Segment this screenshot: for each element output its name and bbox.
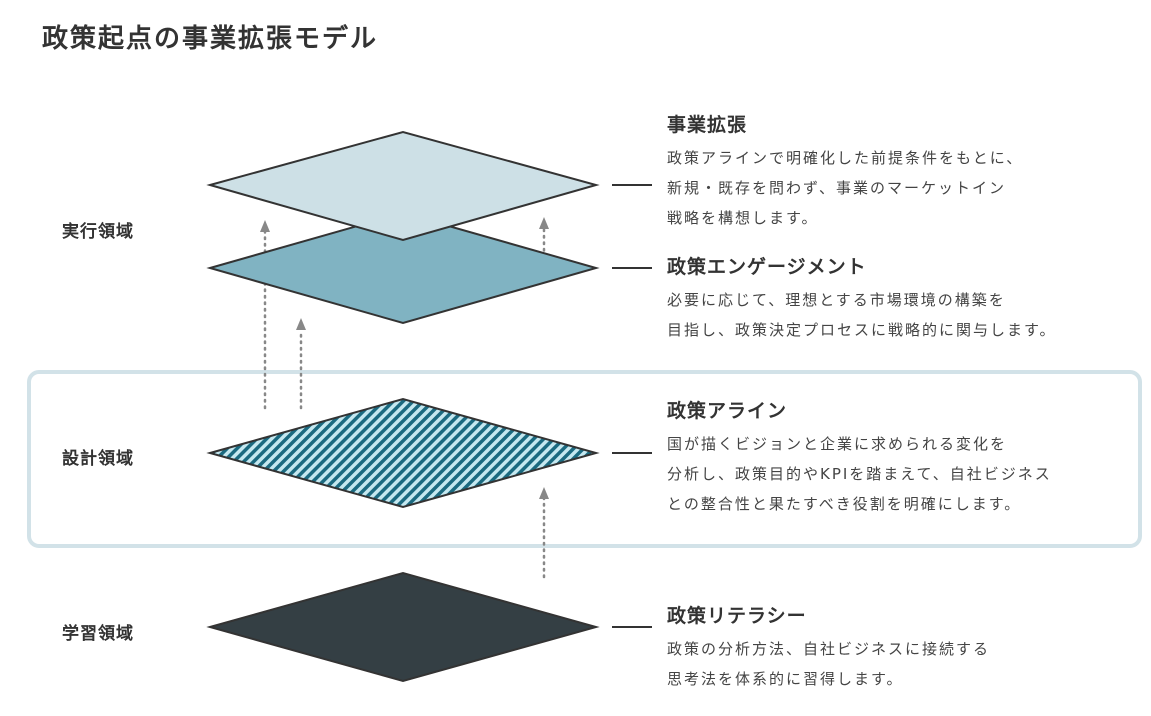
- area-label-execution: 実行領域: [62, 222, 134, 242]
- layer-desc-line: 思考法を体系的に習得します。: [667, 670, 904, 688]
- arrow-head-icon: [539, 217, 549, 229]
- layer-policy-align: [206, 397, 600, 509]
- layer-title: 事業拡張: [667, 114, 748, 136]
- design-area-frame: [27, 370, 1142, 548]
- page-title: 政策起点の事業拡張モデル: [42, 24, 379, 54]
- layer-desc-line: 必要に応じて、理想とする市場環境の構築を: [667, 291, 1006, 309]
- layer-desc-line: 目指し、政策決定プロセスに戦略的に関与します。: [667, 321, 1057, 339]
- layer-desc-line: 政策の分析方法、自社ビジネスに接続する: [667, 640, 991, 658]
- layer-policy-engagement: [206, 211, 600, 325]
- layer-desc-business-expansion: 事業拡張 政策アラインで明確化した前提条件をもとに、 新規・既存を問わず、事業の…: [667, 110, 1023, 233]
- layer-desc-line: 国が描くビジョンと企業に求められる変化を: [667, 435, 1008, 453]
- layer-desc-line: 新規・既存を問わず、事業のマーケットイン: [667, 179, 1006, 197]
- layer-business-expansion: [206, 130, 600, 242]
- layer-desc-line: 戦略を構想します。: [667, 209, 819, 227]
- layer-title: 政策リテラシー: [667, 605, 807, 627]
- layer-title: 政策アライン: [667, 400, 788, 422]
- layer-desc-line: 政策アラインで明確化した前提条件をもとに、: [667, 149, 1024, 167]
- layer-desc-line: との整合性と果たすべき役割を明確にします。: [667, 495, 1022, 513]
- arrow-head-icon: [539, 487, 549, 499]
- layer-desc-policy-literacy: 政策リテラシー 政策の分析方法、自社ビジネスに接続する 思考法を体系的に習得しま…: [667, 601, 990, 694]
- area-label-learning: 学習領域: [62, 624, 134, 644]
- layer-desc-policy-align: 政策アライン 国が描くビジョンと企業に求められる変化を 分析し、政策目的やKPI…: [667, 396, 1052, 519]
- layer-desc-line: 分析し、政策目的やKPIを踏まえて、自社ビジネス: [667, 465, 1052, 483]
- area-label-design: 設計領域: [62, 449, 134, 469]
- layer-title: 政策エンゲージメント: [667, 256, 867, 278]
- arrow-head-icon: [296, 318, 306, 330]
- arrow-head-icon: [260, 220, 270, 232]
- layer-policy-literacy: [206, 571, 600, 683]
- layer-desc-policy-engagement: 政策エンゲージメント 必要に応じて、理想とする市場環境の構築を 目指し、政策決定…: [667, 252, 1057, 345]
